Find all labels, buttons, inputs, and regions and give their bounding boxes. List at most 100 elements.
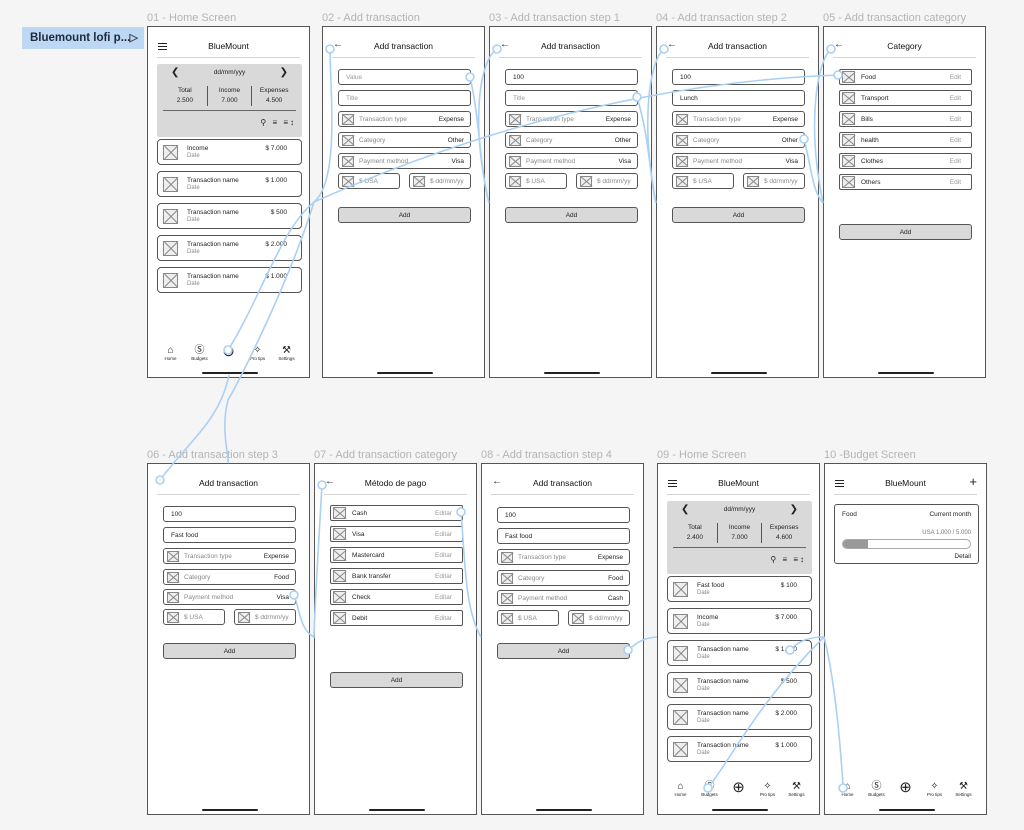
add-button[interactable]: Add bbox=[505, 207, 638, 223]
edit-link[interactable]: Editar bbox=[435, 573, 452, 580]
tab-home[interactable]: ⌂Home bbox=[160, 345, 182, 361]
currency-select[interactable]: $ USA bbox=[672, 173, 734, 189]
title-input[interactable]: Title bbox=[338, 90, 471, 106]
currency-select[interactable]: $ USA bbox=[505, 173, 567, 189]
edit-link[interactable]: Edit bbox=[949, 179, 961, 186]
tab-add[interactable]: ⊕ bbox=[895, 780, 917, 795]
edit-link[interactable]: Edit bbox=[949, 137, 961, 144]
edit-link[interactable]: Edit bbox=[949, 116, 961, 123]
value-input[interactable]: 100 bbox=[672, 69, 805, 85]
currency-select[interactable]: $ USA bbox=[163, 609, 225, 625]
currency-select[interactable]: $ USA bbox=[338, 173, 400, 189]
edit-link[interactable]: Editar bbox=[435, 531, 452, 538]
tab-pro-tips[interactable]: ✧Pro tips bbox=[924, 781, 946, 797]
add-icon[interactable]: + bbox=[969, 474, 977, 489]
tab-pro-tips[interactable]: ✧Pro tips bbox=[757, 781, 779, 797]
tab-settings[interactable]: ⚒Settings bbox=[786, 781, 808, 797]
currency-select[interactable]: $ USA bbox=[497, 610, 559, 626]
tab-home[interactable]: ⌂Home bbox=[670, 781, 692, 797]
back-arrow-icon[interactable]: ← bbox=[333, 39, 343, 50]
detail-link[interactable]: Detail bbox=[954, 553, 971, 560]
tab-settings[interactable]: ⚒Settings bbox=[276, 345, 298, 361]
play-icon[interactable]: ▷ bbox=[129, 32, 138, 44]
add-button[interactable]: Add bbox=[338, 207, 471, 223]
back-arrow-icon[interactable]: ← bbox=[667, 39, 677, 50]
title-input[interactable]: Lunch bbox=[672, 90, 805, 106]
edit-link[interactable]: Edit bbox=[949, 158, 961, 165]
edit-link[interactable]: Editar bbox=[435, 594, 452, 601]
date-picker[interactable]: $ dd/mm/yy bbox=[743, 173, 805, 189]
menu-icon[interactable] bbox=[158, 43, 167, 50]
edit-link[interactable]: Editar bbox=[435, 552, 452, 559]
edit-link[interactable]: Editar bbox=[435, 615, 452, 622]
tab-home[interactable]: ⌂Home bbox=[837, 781, 859, 797]
title-input[interactable]: Fast food bbox=[497, 528, 630, 544]
add-button[interactable]: Add bbox=[163, 643, 296, 659]
date-picker[interactable]: $ dd/mm/yy bbox=[568, 610, 630, 626]
add-button[interactable]: Add bbox=[497, 643, 630, 659]
chevron-right-icon[interactable]: ❯ bbox=[789, 504, 798, 515]
back-arrow-icon[interactable]: ← bbox=[325, 476, 335, 487]
add-button[interactable]: Add bbox=[839, 224, 972, 240]
tab-pro-tips[interactable]: ✧Pro tips bbox=[247, 345, 269, 361]
tab-settings[interactable]: ⚒Settings bbox=[953, 781, 975, 797]
back-arrow-icon[interactable]: ← bbox=[492, 476, 502, 487]
tab-add[interactable]: ⊕ bbox=[218, 344, 240, 359]
date-picker[interactable]: $ dd/mm/yy bbox=[234, 609, 296, 625]
edit-link[interactable]: Edit bbox=[949, 95, 961, 102]
tab-add[interactable]: ⊕ bbox=[728, 780, 750, 795]
budget-card[interactable]: Food Current month USA 1.000 / 5.000 Det… bbox=[834, 504, 979, 564]
menu-icon[interactable] bbox=[835, 480, 844, 487]
search-filter-sort-icons[interactable]: ⚲ ≡ ≡↕ bbox=[260, 118, 296, 127]
menu-icon[interactable] bbox=[668, 480, 677, 487]
value-input[interactable]: Value bbox=[338, 69, 471, 85]
chevron-right-icon[interactable]: ❯ bbox=[279, 67, 288, 78]
add-button[interactable]: Add bbox=[330, 672, 463, 688]
title-input[interactable]: Fast food bbox=[163, 527, 296, 543]
value-input[interactable]: 100 bbox=[505, 69, 638, 85]
title-input[interactable]: Title bbox=[505, 90, 638, 106]
back-arrow-icon[interactable]: ← bbox=[500, 39, 510, 50]
edit-link[interactable]: Editar bbox=[435, 510, 452, 517]
date-picker[interactable]: $ dd/mm/yy bbox=[576, 173, 638, 189]
prototype-flow-starting-point[interactable]: Bluemount lofi p... ▷ bbox=[22, 27, 144, 49]
chevron-left-icon[interactable]: ❮ bbox=[171, 67, 180, 78]
